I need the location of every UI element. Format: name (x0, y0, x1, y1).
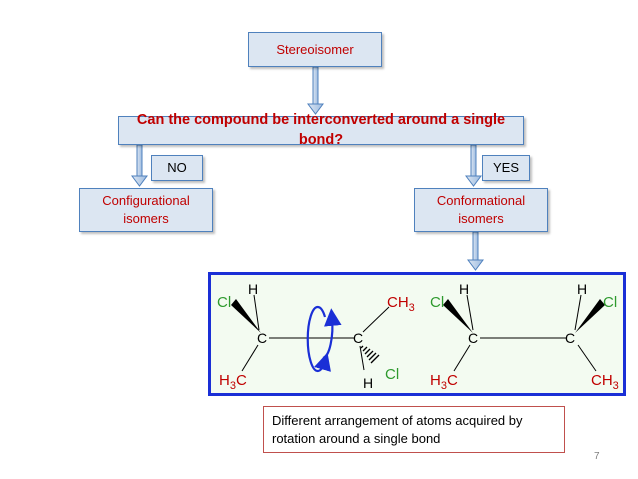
arrow-question-to-configurational (131, 144, 148, 187)
no-box: NO (151, 155, 203, 181)
conformational-isomers-box: Conformational isomers (414, 188, 548, 232)
c-h-bond-2 (466, 294, 474, 331)
methyl-label-left: H3C (219, 372, 247, 392)
configurational-isomers-box: Configurational isomers (79, 188, 213, 232)
molecule-1: Cl H C C CH3 H3C Cl H (217, 281, 415, 392)
carbon-label-right-2: C (565, 330, 575, 346)
c-ch3-bond-2 (453, 344, 471, 372)
c-h-bond-bottom (359, 345, 365, 371)
caption-line1: Different arrangement of atoms acquired … (272, 412, 523, 428)
conformational-line2: isomers (458, 211, 504, 226)
chlorine-label-right-2: Cl (603, 294, 617, 311)
question-box: Can the compound be interconverted aroun… (118, 112, 524, 148)
arrow-title-to-question (307, 66, 324, 115)
configurational-line2: isomers (123, 211, 169, 226)
caption-line2: rotation around a single bond (272, 430, 441, 446)
rotation-arrow-back-icon (322, 308, 342, 360)
hydrogen-label-bottom: H (363, 375, 373, 391)
chlorine-label: Cl (217, 294, 231, 311)
wedge-bond-right (575, 299, 605, 333)
stereoisomer-box: Stereoisomer (248, 32, 382, 67)
carbon-label: C (257, 330, 267, 346)
yes-box: YES (482, 155, 530, 181)
hydrogen-label-2: H (459, 281, 469, 297)
molecule-panel: Cl H C C CH3 H3C Cl H Cl H C C H Cl H3C … (208, 272, 626, 396)
chlorine-label-2: Cl (430, 294, 444, 311)
hydrogen-label: H (248, 281, 258, 297)
wedge-bond (231, 299, 261, 333)
caption-box: Different arrangement of atoms acquired … (263, 406, 565, 453)
molecule-drawing: Cl H C C CH3 H3C Cl H Cl H C C H Cl H3C … (217, 281, 619, 392)
hash-bond (360, 345, 380, 364)
yes-label: YES (492, 160, 519, 176)
no-label: NO (167, 160, 187, 176)
c-ch3-bond-right-2 (577, 344, 597, 372)
c-h-bond-right-2 (574, 294, 582, 331)
question-label: Can the compound be interconverted aroun… (136, 111, 506, 148)
methyl-label-left-2: H3C (430, 372, 458, 392)
rotation-arrow-icon (306, 305, 331, 373)
carbon-label-2: C (468, 330, 478, 346)
conformational-line1: Conformational (436, 193, 526, 209)
methyl-label-right-2: CH3 (591, 372, 619, 392)
configurational-line1: Configurational (102, 193, 190, 209)
stereoisomer-label: Stereoisomer (276, 41, 354, 57)
page-number: 7 (594, 451, 600, 462)
c-h-bond (253, 294, 260, 331)
chlorine-label-right: Cl (385, 366, 399, 383)
molecule-2: Cl H C C H Cl H3C CH3 (430, 281, 619, 392)
hydrogen-label-right-2: H (577, 281, 587, 297)
c-ch3-bond-right (362, 306, 390, 333)
methyl-label: CH3 (387, 294, 415, 314)
arrow-question-to-conformational (465, 144, 482, 187)
arrow-conformational-to-panel (467, 231, 484, 271)
c-ch3-bond (241, 344, 259, 372)
wedge-bond-left (443, 299, 473, 333)
carbon-label-right: C (353, 330, 363, 346)
